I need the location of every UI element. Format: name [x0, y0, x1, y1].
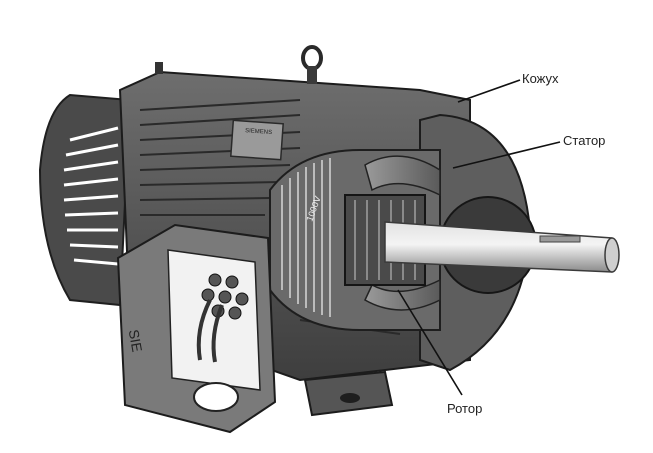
terminal-box: SIE: [116, 223, 277, 434]
callout-casing: Кожух: [457, 71, 559, 103]
stator-winding: [364, 155, 441, 197]
leader-line-rotor: [397, 289, 463, 396]
lifting-eye: [301, 45, 323, 84]
stator-laminations: [281, 158, 331, 317]
nameplate-text: SIEMENS: [245, 128, 272, 136]
shaft-key: [539, 235, 581, 243]
stator-winding-lower: [364, 278, 441, 311]
terminal-box-inner: [167, 249, 261, 391]
rotor-bars: [354, 200, 416, 280]
terminal-cables: [196, 299, 224, 363]
terminal-box-text: SIE: [126, 328, 146, 353]
label-rotor: Ротор: [447, 401, 482, 416]
callout-rotor: Ротор: [397, 289, 482, 416]
terminal-studs: [201, 273, 249, 320]
label-stator: Статор: [563, 133, 605, 148]
foot-bolt-hole: [340, 393, 360, 403]
callout-stator: Статор: [452, 133, 605, 169]
fan-grille: [63, 126, 119, 266]
vent-plug: [155, 62, 163, 74]
leader-line-stator: [452, 141, 561, 169]
leader-line-casing: [457, 79, 521, 103]
label-casing: Кожух: [522, 71, 559, 86]
cable-entry: [193, 382, 239, 412]
shaft-end: [604, 237, 620, 273]
nameplate: SIEMENS: [230, 119, 284, 161]
fan-cover: [38, 93, 132, 307]
cutaway-section: 1000V: [269, 113, 620, 372]
